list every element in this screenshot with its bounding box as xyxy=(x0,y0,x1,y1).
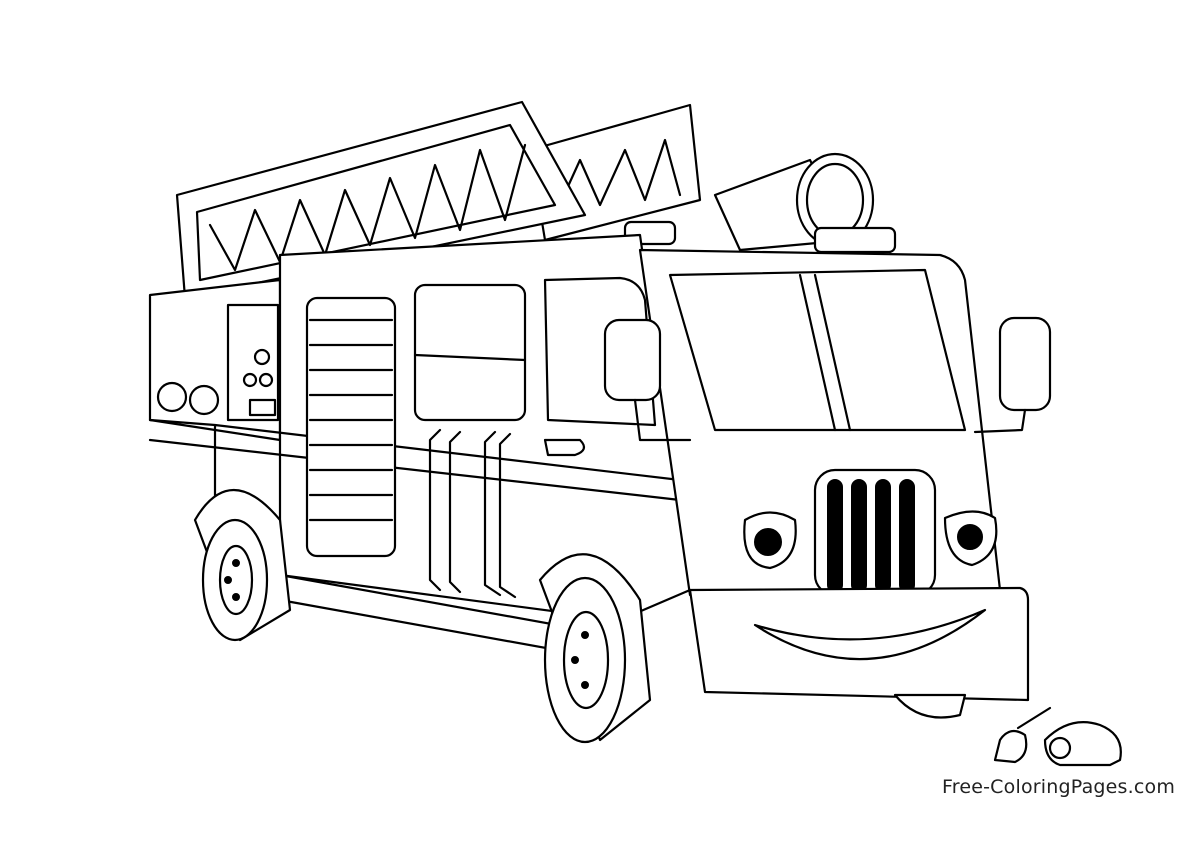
watermark-logo-text: Free-ColoringPages.com xyxy=(942,776,1176,798)
mirrors xyxy=(603,316,1052,442)
front-ladder xyxy=(175,100,587,300)
siren-light xyxy=(623,152,897,254)
wheels xyxy=(193,488,967,744)
truck-body xyxy=(148,233,692,667)
cab-front xyxy=(638,248,1030,702)
elephant-logo xyxy=(993,706,1122,767)
